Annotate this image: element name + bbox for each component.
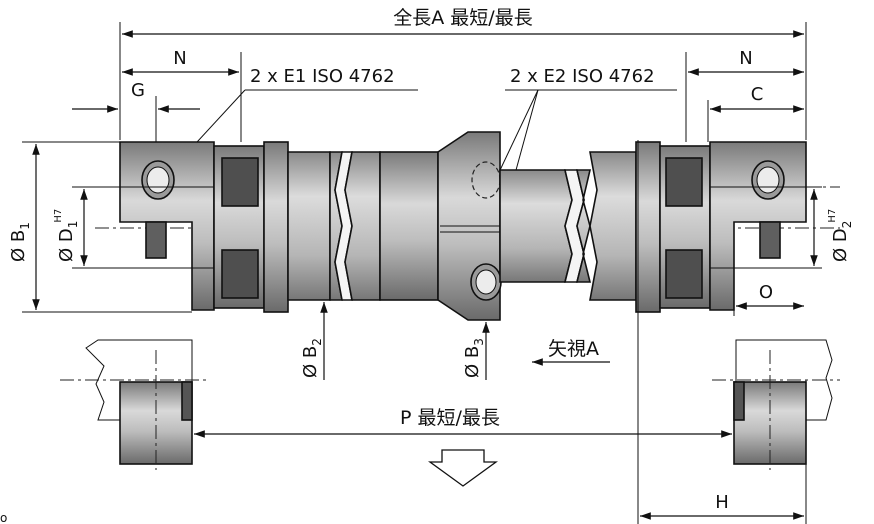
e1-callout: 2 x E1 ISO 4762 bbox=[161, 66, 418, 181]
c-dimension: C bbox=[707, 84, 804, 142]
g-label: G bbox=[131, 80, 145, 101]
overall-length-dimension: 全長A 最短/最長 bbox=[119, 7, 807, 140]
d2-label: Ø D bbox=[830, 228, 851, 262]
b3-label: Ø B bbox=[462, 346, 483, 378]
b2-dimension: Ø B2 bbox=[300, 302, 328, 380]
b2-subscript: 2 bbox=[310, 338, 324, 346]
n-left-dimension: N bbox=[122, 48, 242, 142]
o-dimension: O bbox=[733, 282, 804, 316]
g-dimension: G bbox=[72, 80, 200, 142]
d2-dimension: Ø D2H7 bbox=[710, 186, 854, 269]
b3-subscript: 3 bbox=[472, 338, 486, 346]
d2-subscript: 2 bbox=[840, 221, 854, 229]
left-shaft-tube bbox=[287, 151, 381, 301]
b1-subscript: 1 bbox=[18, 222, 32, 230]
lower-left-hub-view bbox=[60, 339, 206, 470]
svg-text:Ø D2H7: Ø D2H7 bbox=[827, 209, 854, 262]
d1-tolerance: H7 bbox=[53, 209, 64, 223]
left-clamp-hub bbox=[119, 141, 289, 313]
p-dimension: P 最短/最長 bbox=[194, 407, 732, 438]
view-a-indicator: 矢視A bbox=[532, 338, 610, 366]
lower-right-hub-view bbox=[712, 339, 840, 470]
d1-label: Ø D bbox=[56, 228, 77, 262]
b1-dimension: Ø B1 bbox=[8, 141, 192, 313]
p-label: P 最短/最長 bbox=[400, 407, 500, 429]
b2-label: Ø B bbox=[300, 346, 321, 378]
svg-text:Ø B2: Ø B2 bbox=[300, 338, 324, 378]
d2-tolerance: H7 bbox=[827, 209, 838, 223]
view-a-label: 矢視A bbox=[548, 338, 599, 360]
n-left-label: N bbox=[173, 48, 186, 69]
o-label: O bbox=[759, 282, 773, 303]
e1-label: 2 x E1 ISO 4762 bbox=[250, 66, 395, 87]
view-direction-arrow-icon bbox=[428, 449, 498, 487]
center-clamp-hub bbox=[379, 131, 506, 321]
overall-length-label: 全長A 最短/最長 bbox=[393, 7, 532, 29]
e2-label: 2 x E2 ISO 4762 bbox=[510, 66, 655, 87]
d1-subscript: 1 bbox=[66, 221, 80, 229]
h-dimension: H bbox=[637, 140, 807, 524]
svg-text:Ø B3: Ø B3 bbox=[462, 338, 486, 378]
svg-text:Ø B1: Ø B1 bbox=[8, 222, 32, 262]
b3-dimension: Ø B3 bbox=[462, 322, 490, 380]
svg-text:Ø D1H7: Ø D1H7 bbox=[53, 209, 80, 262]
b1-label: Ø B bbox=[8, 230, 29, 262]
right-clamp-hub bbox=[635, 141, 807, 313]
n-right-label: N bbox=[739, 48, 752, 69]
right-shaft-tube bbox=[499, 151, 637, 301]
corner-mark: o bbox=[0, 511, 7, 524]
c-label: C bbox=[751, 84, 764, 105]
d1-dimension: Ø D1H7 bbox=[53, 186, 214, 269]
h-label: H bbox=[715, 492, 729, 513]
n-right-dimension: N bbox=[685, 48, 804, 142]
